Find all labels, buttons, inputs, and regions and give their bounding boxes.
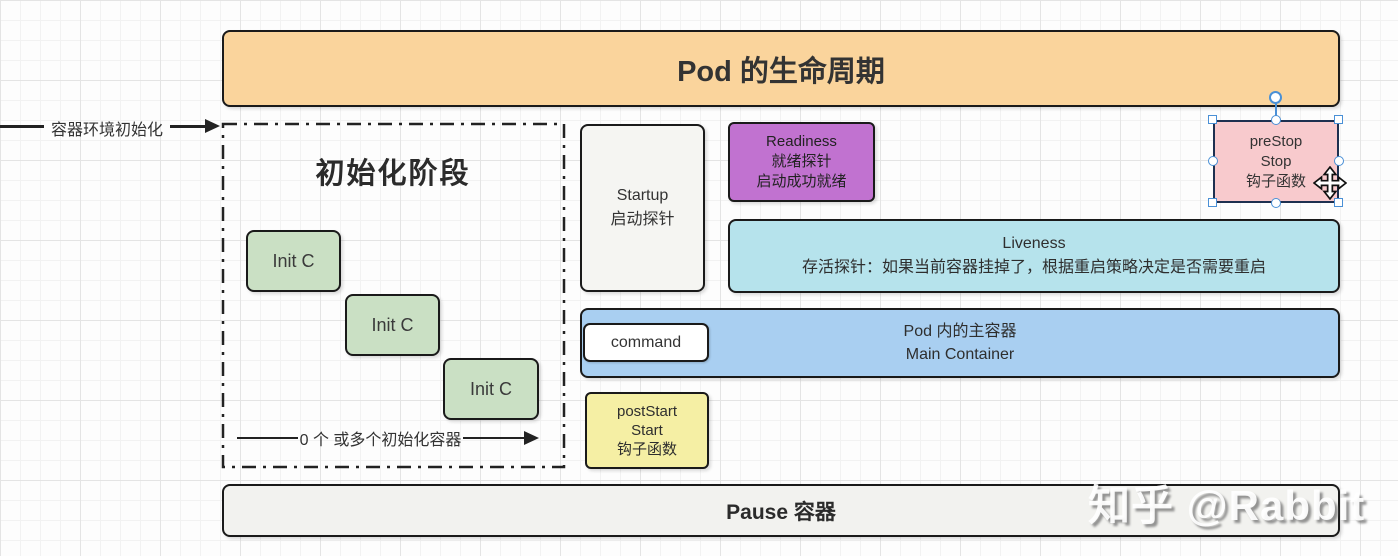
connector-endpoint-handle[interactable]	[1269, 91, 1282, 104]
prestop-label-cn: 钩子函数	[1245, 172, 1306, 190]
env-init-label: 容器环境初始化	[50, 122, 163, 139]
zhihu-watermark: 知乎 @Rabbit	[1088, 482, 1366, 529]
pod-lifecycle-title-bar[interactable]: Pod 的生命周期	[222, 30, 1340, 107]
startup-label-cn: 启动探针	[610, 211, 675, 228]
poststart-label-en: postStart	[616, 403, 678, 420]
selection-handle-top-right[interactable]	[1334, 115, 1343, 124]
prestop-label-en: preStop	[1249, 132, 1303, 150]
readiness-label-desc: 启动成功就绪	[756, 173, 847, 190]
pause-container-bar[interactable]: Pause 容器	[222, 484, 1340, 537]
env-init-line-left	[0, 125, 44, 128]
poststart-hook-box[interactable]: postStart Start 钩子函数	[585, 392, 709, 469]
command-label: command	[610, 333, 682, 351]
selection-handle-top-left[interactable]	[1208, 115, 1217, 124]
init-container-box-3[interactable]: Init C	[443, 358, 539, 420]
selection-handle-bottom-mid[interactable]	[1271, 198, 1281, 208]
selection-handle-bottom-left[interactable]	[1208, 198, 1217, 207]
init-count-line-left	[237, 436, 298, 440]
liveness-probe-box[interactable]: Liveness 存活探针：如果当前容器挂掉了，根据重启策略决定是否需要重启	[728, 219, 1340, 293]
env-init-line-right	[170, 125, 206, 128]
startup-probe-box[interactable]: Startup 启动探针	[580, 124, 705, 292]
init-container-label: Init C	[469, 378, 512, 399]
init-count-arrow: 0 个 或多个初始化容器	[237, 426, 540, 450]
selection-handle-bottom-right[interactable]	[1334, 198, 1343, 207]
init-count-arrowhead-icon	[524, 431, 540, 445]
init-count-label: 0 个 或多个初始化容器	[299, 432, 462, 449]
pause-container-label: Pause 容器	[726, 500, 836, 524]
init-container-box-2[interactable]: Init C	[345, 294, 440, 356]
readiness-probe-box[interactable]: Readiness 就绪探针 启动成功就绪	[728, 122, 875, 202]
selection-handle-left-mid[interactable]	[1208, 156, 1218, 166]
init-container-box-1[interactable]: Init C	[246, 230, 341, 292]
init-count-line-right	[463, 436, 525, 440]
main-container-label-en: Main Container	[905, 346, 1015, 363]
startup-label-en: Startup	[616, 187, 669, 204]
liveness-label-en: Liveness	[1002, 235, 1066, 252]
move-cursor-icon	[1313, 166, 1347, 200]
selection-handle-right-mid[interactable]	[1334, 156, 1344, 166]
readiness-label-cn: 就绪探针	[771, 153, 832, 170]
command-box[interactable]: command	[583, 323, 709, 362]
init-container-label: Init C	[371, 314, 414, 335]
prestop-label-stop: Stop	[1260, 152, 1292, 170]
liveness-label-desc: 存活探针：如果当前容器挂掉了，根据重启策略决定是否需要重启	[801, 259, 1266, 276]
poststart-label-cn: 钩子函数	[616, 441, 677, 458]
poststart-label-start: Start	[631, 422, 663, 439]
prestop-hook-box[interactable]: preStop Stop 钩子函数	[1213, 120, 1339, 203]
readiness-label-en: Readiness	[766, 133, 837, 150]
selection-handle-top-mid[interactable]	[1271, 115, 1281, 125]
env-init-arrowhead-icon	[205, 119, 220, 133]
init-container-label: Init C	[272, 250, 315, 271]
init-phase-title: 初始化阶段	[315, 158, 471, 190]
prestop-connector-edge[interactable]	[1275, 98, 1277, 122]
main-container-label-cn: Pod 内的主容器	[903, 323, 1017, 340]
pod-lifecycle-title: Pod 的生命周期	[677, 55, 885, 88]
